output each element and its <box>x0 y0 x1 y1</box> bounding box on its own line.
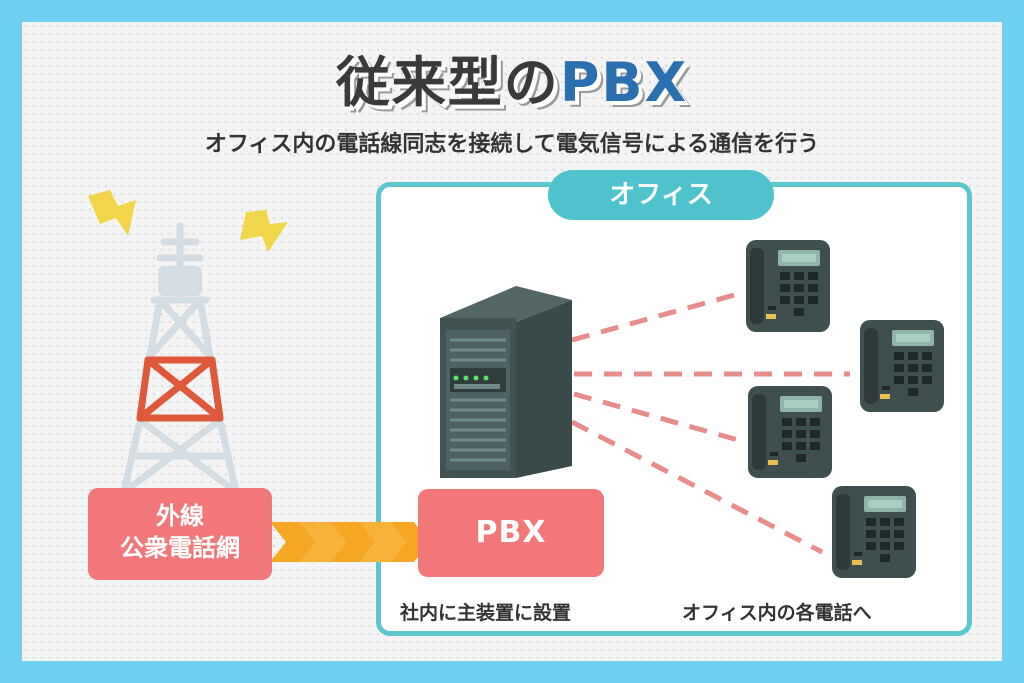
pbx-caption: 社内に主装置に設置 <box>400 602 572 624</box>
desk-phone-icon <box>748 386 832 478</box>
page-subtitle: オフィス内の電話線同志を接続して電気信号による通信を行う <box>204 132 820 157</box>
tower-red-section <box>136 356 224 422</box>
title-part1: 従来型の <box>335 51 560 114</box>
external-line-text-2: 公衆電話網 <box>120 534 240 562</box>
page-title: 従来型のPBX <box>0 38 1024 117</box>
connection-lines <box>570 291 850 555</box>
desk-phone-icon <box>860 320 944 412</box>
desk-phone-icon <box>832 486 916 578</box>
title-part2: PBX <box>559 51 689 114</box>
pbx-label: PBX <box>418 489 604 577</box>
phones-caption: オフィス内の各電話へ <box>682 602 872 624</box>
office-tab-label: オフィス <box>548 170 774 220</box>
chevron-arrow-icon <box>270 522 430 562</box>
external-line-text-1: 外線 <box>156 502 204 530</box>
radio-tower-icon <box>120 222 240 496</box>
desk-phone-icon <box>746 240 830 332</box>
server-icon <box>440 286 572 478</box>
external-line-label: 外線 公衆電話網 <box>88 488 272 580</box>
lightning-icon <box>88 190 288 252</box>
